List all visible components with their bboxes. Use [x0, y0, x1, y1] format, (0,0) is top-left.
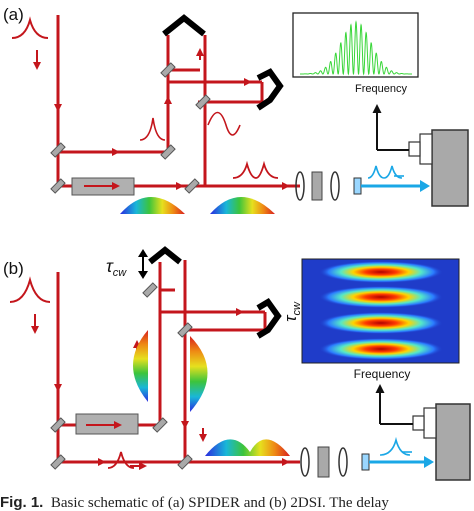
- tau-cw-label: τcw: [106, 256, 127, 279]
- pulse-replica-2: [207, 111, 241, 136]
- spectrogram-ylabel: τcw: [281, 301, 303, 322]
- pulse-pair-a: [232, 160, 279, 179]
- spectrum-xlabel: Frequency: [355, 83, 407, 95]
- optics-a: [295, 171, 362, 201]
- roof-mirror-top-a: [162, 14, 206, 37]
- beam-splitters-a: [50, 62, 211, 194]
- upconverted-pulse-b: [379, 436, 411, 456]
- chirped-pulse-2: [210, 197, 275, 214]
- short-pulse-b: [107, 451, 135, 469]
- input-pulse: [11, 16, 49, 39]
- caption-text: Basic schematic of (a) SPIDER and (b) 2D…: [50, 495, 389, 511]
- optics-b: [300, 446, 370, 478]
- chirped-pulse-pair: [205, 439, 290, 456]
- spectrometer-a: [408, 129, 469, 207]
- roof-mirror-top-b: [148, 246, 182, 265]
- chirped-pulse-vertical-2: [190, 336, 208, 412]
- pulse-replica-1: [139, 117, 166, 141]
- spectrogram-xlabel: Frequency: [354, 367, 411, 381]
- caption-fig-label: Fig. 1.: [0, 494, 44, 511]
- input-pulse-b: [9, 276, 51, 303]
- panel-b-label: (b): [3, 259, 24, 278]
- chirped-pulse-vertical-1: [133, 330, 148, 402]
- roof-mirror-right-b: [256, 298, 282, 339]
- upconverted-pulse-a: [367, 165, 403, 179]
- spectrogram-inset: Frequency τcw: [281, 258, 460, 381]
- panel-a-label: (a): [3, 5, 24, 24]
- spectrometer-b: [412, 403, 471, 481]
- beam-paths-b: [56, 260, 300, 464]
- fringe-lobe: [319, 312, 443, 334]
- panel-b: (b): [3, 246, 471, 481]
- spectrogram-fringes: [319, 261, 443, 360]
- chirped-pulse-1: [120, 197, 185, 214]
- beam-paths-a: [56, 15, 300, 188]
- figure-caption: Fig. 1. Basic schematic of (a) SPIDER an…: [0, 494, 474, 511]
- fringe-lobe: [319, 338, 443, 360]
- beam-splitters-b: [50, 282, 193, 470]
- spectrum-inset: Frequency: [292, 12, 419, 95]
- panel-a: (a): [3, 5, 469, 214]
- fringe-lobe: [319, 286, 443, 308]
- roof-mirror-right-a: [256, 68, 284, 111]
- interference-spectrum: [300, 20, 412, 76]
- beam-arrows-a: [54, 48, 290, 190]
- beam-arrows-b: [54, 308, 290, 470]
- fringe-lobe: [319, 261, 443, 283]
